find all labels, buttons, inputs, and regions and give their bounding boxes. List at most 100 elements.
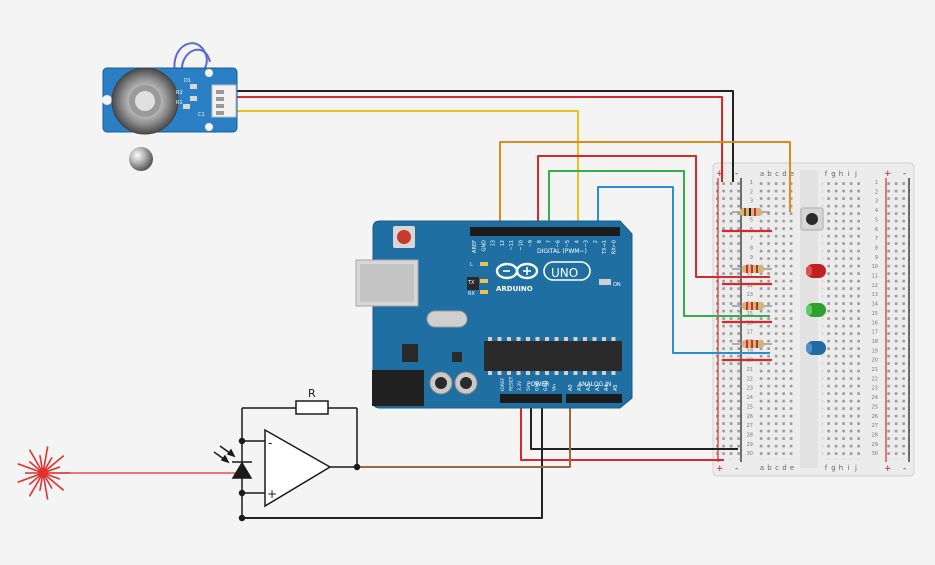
row-number-right: 17 (872, 330, 878, 336)
column-label-bottom: f (825, 464, 828, 472)
wire-black-sensor (232, 90, 734, 182)
led-label-tx: TX (467, 280, 475, 286)
analog-pin-label: A1 (577, 384, 583, 391)
digital-pin-label: 4 (574, 240, 580, 243)
column-label-top: b (767, 170, 772, 178)
wire-blue (597, 186, 770, 354)
led-blue (806, 341, 826, 355)
power-pin-label: 3.3V (517, 380, 523, 391)
resistor-3 (732, 302, 772, 310)
wire-green (548, 170, 770, 317)
rail-plus-bottom-left: + (716, 464, 724, 474)
column-label-top: i (848, 170, 850, 178)
row-number-left: 3 (750, 199, 753, 205)
row-number-left: 12 (747, 283, 753, 289)
row-number-right: 8 (875, 245, 878, 251)
row-number-right: 23 (872, 386, 878, 392)
analog-pin-label: A4 (604, 384, 610, 391)
on-label: ON (613, 282, 621, 288)
row-number-right: 21 (872, 367, 878, 373)
digital-pin-label: ~5 (565, 240, 571, 247)
row-number-left: 27 (747, 423, 753, 429)
rail-plus-bottom-right: + (884, 464, 892, 474)
wire-red-power (520, 402, 724, 461)
row-number-right: 16 (872, 320, 878, 326)
sensor-label-r2: R2 (176, 90, 183, 96)
column-label-top: c (775, 170, 779, 178)
opamp-minus-sign: - (268, 436, 272, 450)
row-number-right: 14 (872, 302, 878, 308)
rail-plus-top-right: + (884, 169, 892, 179)
wire-black-power (530, 402, 738, 450)
row-number-right: 18 (872, 339, 878, 345)
row-number-right: 10 (872, 264, 878, 270)
analog-pin-label: A0 (568, 384, 574, 391)
row-number-left: 28 (747, 432, 753, 438)
row-number-left: 21 (747, 367, 753, 373)
digital-pin-label: ~10 (519, 240, 525, 251)
steel-ball (129, 147, 153, 171)
column-label-bottom: a (760, 464, 764, 472)
digital-pin-label: ~6 (556, 240, 562, 247)
sensor-label-r1: R1 (176, 100, 183, 106)
transimpedance-amplifier (213, 400, 361, 522)
column-label-top: h (839, 170, 843, 178)
row-number-right: 29 (872, 442, 878, 448)
wire-yellow-sensor (232, 110, 579, 232)
power-header (500, 394, 562, 403)
wires (232, 90, 791, 519)
sensor-label-c1: C1 (198, 112, 205, 118)
analog-pin-label: A3 (595, 384, 601, 391)
digital-header-label: DIGITAL (PWM~) (537, 248, 587, 255)
op-amp (264, 428, 332, 508)
row-number-left: 9 (750, 255, 753, 261)
push-button (800, 207, 824, 231)
row-number-right: 26 (872, 414, 878, 420)
led-green (806, 303, 826, 317)
row-number-right: 5 (875, 217, 878, 223)
column-label-bottom: h (839, 464, 843, 472)
row-number-right: 25 (872, 404, 878, 410)
row-number-right: 27 (872, 423, 878, 429)
row-number-right: 15 (872, 311, 878, 317)
digital-pin-label: ~9 (528, 240, 534, 247)
row-number-right: 28 (872, 432, 878, 438)
row-number-right: 4 (875, 208, 878, 214)
row-number-right: 20 (872, 358, 878, 364)
power-header-label: POWER (527, 381, 549, 388)
row-number-left: 8 (750, 245, 753, 251)
resistor-2 (732, 265, 772, 273)
led-red (806, 264, 826, 278)
row-number-left: 7 (750, 236, 753, 242)
row-number-left: 23 (747, 386, 753, 392)
opamp-plus-sign: + (267, 487, 277, 501)
row-number-right: 22 (872, 376, 878, 382)
row-number-right: 1 (875, 180, 878, 186)
analog-pin-label: A5 (613, 384, 619, 391)
rail-plus-top-left: + (716, 169, 724, 179)
arduino-uno-board: L TX RX ON UNO ARDUINO DIGITAL (PWM~) PO… (355, 220, 633, 409)
column-label-top: g (831, 170, 835, 178)
column-label-bottom: b (767, 464, 772, 472)
reset-button (397, 230, 411, 244)
row-number-left: 2 (750, 189, 753, 195)
digital-pin-label: 7 (546, 240, 552, 243)
row-number-right: 3 (875, 199, 878, 205)
digital-pin-label: AREF (472, 240, 478, 253)
led-label-rx: RX (468, 291, 475, 297)
row-number-right: 12 (872, 283, 878, 289)
digital-pin-label: 13 (491, 240, 497, 246)
wire-orange (499, 141, 791, 232)
row-number-left: 22 (747, 376, 753, 382)
row-number-left: 17 (747, 330, 753, 336)
resistor-4 (732, 340, 772, 348)
wire-red-sensor (232, 96, 723, 182)
wire-black-circuit (242, 402, 543, 519)
digital-pin-label: RX←0 (612, 240, 618, 254)
rail-minus-top-left: - (735, 169, 738, 179)
digital-pin-label: ~3 (584, 240, 590, 247)
analog-header (566, 394, 622, 403)
